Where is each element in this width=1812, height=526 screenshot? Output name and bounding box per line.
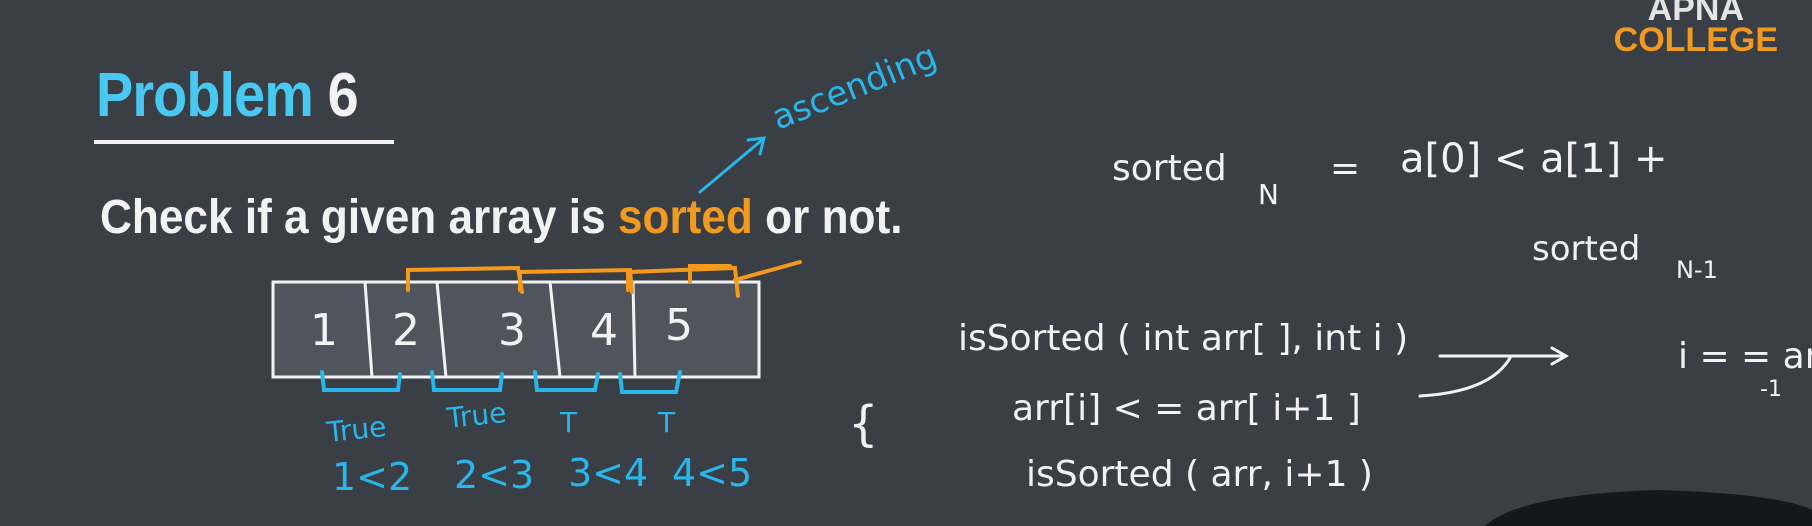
comparison-labels: True True T T 1<2 2<3 3<4 4<5 bbox=[324, 396, 752, 499]
comparison-expr: 1<2 bbox=[332, 455, 412, 499]
comparison-expr: 3<4 bbox=[568, 451, 648, 495]
ascending-arrow bbox=[698, 136, 766, 194]
comparison-expr: 4<5 bbox=[672, 451, 752, 495]
recurrence-notes: sorted N = a[0] < a[1] + sorted N-1 isSo… bbox=[848, 136, 1812, 495]
array-divider bbox=[548, 281, 562, 378]
title-word: Problem bbox=[96, 61, 314, 130]
question-highlight: sorted bbox=[617, 191, 753, 244]
recurrence-eq: = bbox=[1330, 148, 1360, 189]
array-divider bbox=[435, 281, 448, 378]
comparison-result: True bbox=[444, 396, 508, 435]
recurrence-lhs: sorted bbox=[1112, 148, 1227, 189]
recurrence-next-sub: N-1 bbox=[1676, 256, 1718, 284]
array-cell: 5 bbox=[665, 300, 693, 351]
logo-line-1: APNA bbox=[1647, 0, 1744, 28]
base-case: i = = arr.length bbox=[1678, 336, 1812, 377]
array-box bbox=[271, 280, 761, 379]
question-before: Check if a given array is bbox=[100, 191, 618, 244]
apna-college-logo: APNA COLLEGE bbox=[1613, 0, 1778, 59]
presenter-silhouette bbox=[1485, 490, 1812, 526]
base-case-arrow bbox=[1418, 346, 1570, 398]
problem-statement: Check if a given array is sorted or not. bbox=[100, 190, 903, 245]
recurrence-next: sorted bbox=[1532, 229, 1640, 269]
orange-brackets bbox=[406, 260, 802, 298]
ascending-label: ascending bbox=[766, 36, 942, 138]
array-cell: 1 bbox=[310, 305, 338, 356]
recurrence-rhs: a[0] < a[1] + bbox=[1400, 136, 1668, 182]
title-number: 6 bbox=[327, 61, 359, 130]
recursive-call-line: isSorted ( arr, i+1 ) bbox=[1026, 454, 1373, 495]
slide-title: Problem 6 bbox=[96, 60, 359, 131]
comparison-expr: 2<3 bbox=[454, 453, 534, 497]
logo-line-2: COLLEGE bbox=[1613, 20, 1778, 59]
question-after: or not. bbox=[752, 191, 903, 244]
base-case-note: -1 bbox=[1760, 377, 1782, 402]
array-cell: 3 bbox=[498, 305, 526, 356]
open-brace: { bbox=[848, 396, 879, 452]
comparison-result: T bbox=[657, 406, 676, 439]
array-divider bbox=[363, 281, 374, 378]
blue-brackets bbox=[320, 370, 682, 394]
comparison-result: True bbox=[324, 410, 388, 449]
comparison-result: T bbox=[559, 406, 578, 439]
array-diagram: 1 2 3 4 5 bbox=[271, 280, 761, 379]
array-cell: 4 bbox=[590, 305, 618, 356]
function-signature: isSorted ( int arr[ ], int i ) bbox=[958, 318, 1408, 359]
condition-line: arr[i] < = arr[ i+1 ] bbox=[1012, 388, 1361, 429]
array-divider bbox=[631, 281, 637, 378]
array-cell: 2 bbox=[392, 305, 420, 356]
title-underline bbox=[94, 140, 394, 144]
recurrence-lhs-sub: N bbox=[1258, 178, 1279, 211]
